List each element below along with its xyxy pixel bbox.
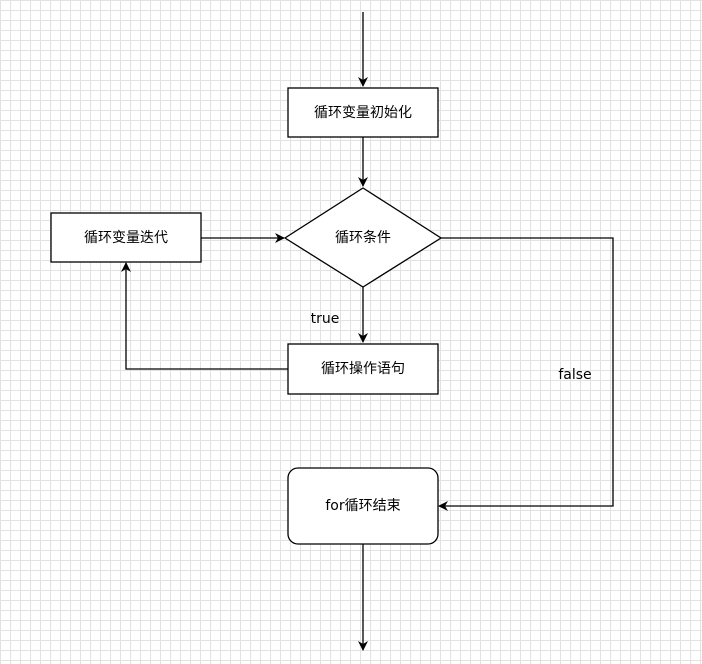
- node-body[interactable]: 循环操作语句: [287, 343, 439, 395]
- node-iterate[interactable]: 循环变量迭代: [50, 212, 202, 263]
- body-to-iterate-arrow: [121, 262, 288, 370]
- true-branch-label: true: [311, 311, 340, 327]
- node-init[interactable]: 循环变量初始化: [287, 87, 439, 138]
- node-init-label: 循环变量初始化: [314, 104, 412, 121]
- node-body-label: 循环操作语句: [321, 361, 405, 377]
- node-condition-label: 循环条件: [335, 229, 391, 246]
- node-end[interactable]: for循环结束: [287, 467, 439, 545]
- false-branch-label: false: [558, 367, 591, 383]
- node-iterate-label: 循环变量迭代: [84, 230, 168, 246]
- node-end-label: for循环结束: [325, 498, 400, 514]
- node-condition[interactable]: 循环条件: [283, 187, 443, 288]
- false-branch-arrow: [438, 237, 614, 511]
